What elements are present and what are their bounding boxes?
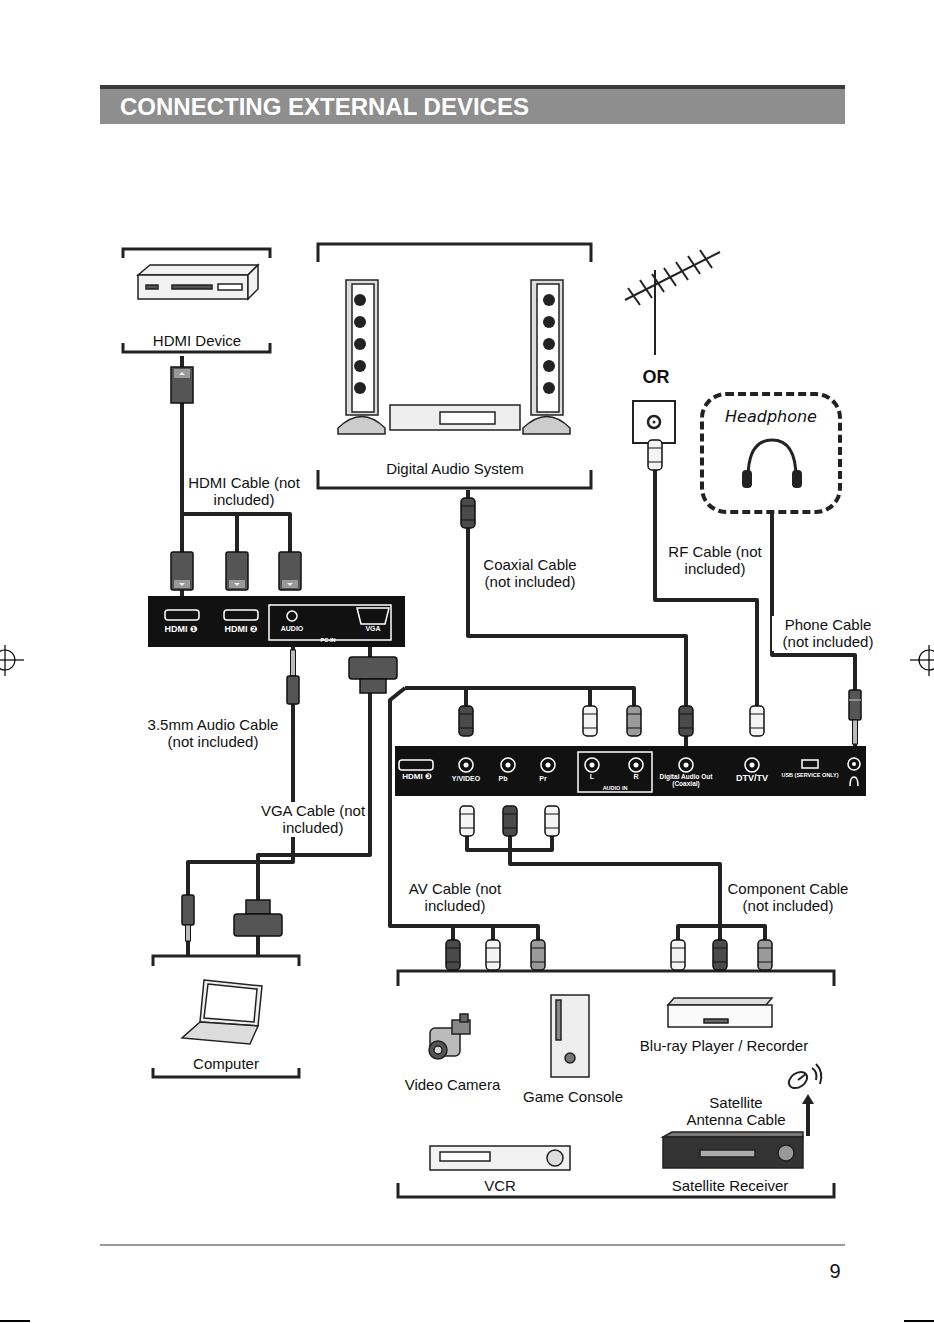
- text-label: Component Cable (not included): [722, 880, 854, 915]
- node-text: AUDIO IN: [585, 785, 645, 791]
- device-label-box: Satellite Receiver: [655, 1175, 805, 1197]
- node-text: PC-IN: [310, 637, 346, 643]
- device-box: HDMI Device: [122, 248, 272, 356]
- node-text: HDMI ❶: [151, 624, 211, 634]
- node-text: Digital Audio System: [318, 460, 592, 477]
- device-box: Digital Audio System: [318, 243, 592, 490]
- port-panel: HDMI ❶HDMI ❷AUDIO VGA PC-IN: [148, 596, 405, 647]
- cable-label: Coaxial Cable (not included): [474, 556, 586, 591]
- node-text: HDMI Device: [122, 332, 272, 349]
- text-label: Satellite Antenna Cable: [680, 1094, 792, 1129]
- text-label: AV Cable (not included): [396, 880, 514, 915]
- node-text: Game Console: [510, 1088, 636, 1105]
- node-text: Computer: [152, 1055, 300, 1072]
- node-text: HDMI ❷: [211, 624, 271, 634]
- device-label-box: Video Camera: [395, 1074, 510, 1096]
- node-text: Headphone: [704, 408, 838, 426]
- cable-label: HDMI Cable (not included): [184, 474, 304, 509]
- text-label: 9: [820, 1260, 850, 1283]
- device-box: Computer: [152, 955, 300, 1079]
- device-label-box: Blu-ray Player / Recorder: [628, 1035, 820, 1057]
- node-text: Satellite Receiver: [655, 1177, 805, 1194]
- node-text: Digital Audio Out (Coaxial): [652, 773, 720, 788]
- title-bar: CONNECTING EXTERNAL DEVICES: [100, 85, 845, 124]
- text-label: RF Cable (not included): [662, 543, 768, 578]
- node-text: L: [585, 773, 599, 781]
- cable-connector: [258, 647, 370, 955]
- cable-label: VGA Cable (not included): [260, 802, 366, 837]
- device-label-box: VCR: [440, 1175, 560, 1197]
- node-text: Pr: [536, 775, 550, 783]
- node-text: Blu-ray Player / Recorder: [628, 1037, 820, 1054]
- node-text: VGA: [355, 625, 391, 633]
- node-text: Pb: [496, 775, 510, 783]
- cable-connector: [188, 647, 293, 955]
- cable-label: 3.5mm Audio Cable (not included): [138, 716, 288, 751]
- device-label-box: Game Console: [510, 1086, 636, 1108]
- port-panel: HDMI ❸Y/VIDEO Pb Pr L R AUDIO IN Digital Audio…: [395, 746, 866, 796]
- node-text: Video Camera: [395, 1076, 510, 1093]
- node-text: Y/VIDEO: [441, 775, 491, 783]
- node-text: VCR: [440, 1177, 560, 1194]
- text-label: OR: [636, 367, 676, 388]
- node-text: USB (SERVICE ONLY): [780, 772, 840, 778]
- cable-label: Phone Cable (not included): [772, 616, 884, 651]
- node-text: AUDIO: [274, 625, 310, 633]
- node-text: R: [629, 773, 643, 781]
- node-text: HDMI ❸: [395, 772, 439, 781]
- dashed-box: Headphone: [700, 392, 842, 514]
- node-text: DTV/TV: [727, 773, 777, 783]
